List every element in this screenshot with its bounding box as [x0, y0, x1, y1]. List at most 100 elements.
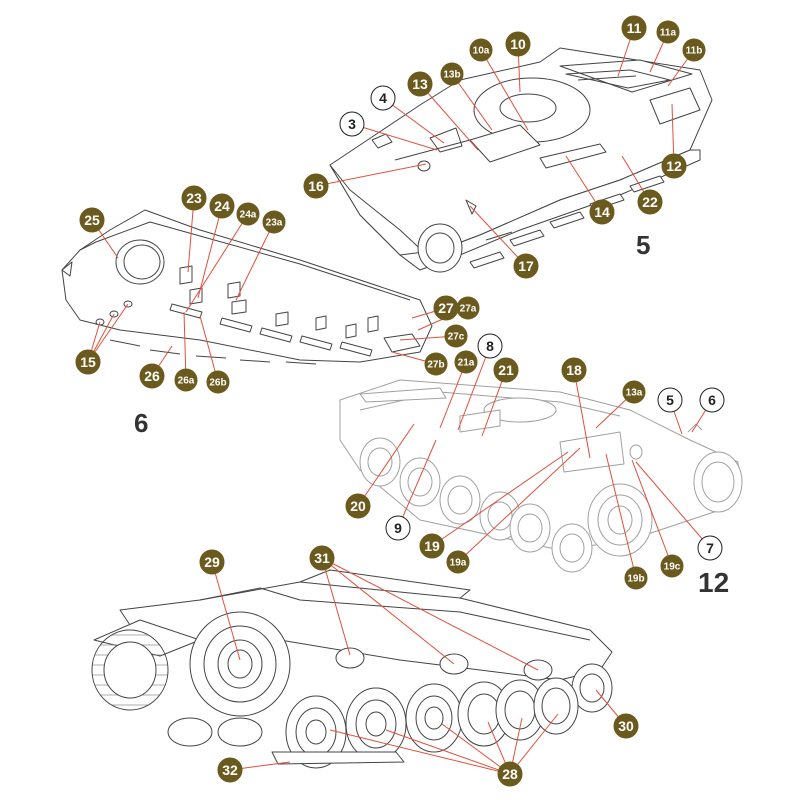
- leader-line-23a: [235, 221, 275, 301]
- running-gear-assembly: [91, 569, 613, 769]
- callout-label: 10: [510, 36, 526, 52]
- callout-circle: [419, 533, 445, 559]
- callout-label: 27: [438, 300, 454, 316]
- callout-label: 4: [379, 90, 387, 106]
- callout-label: 23a: [266, 218, 283, 229]
- leader-line-13: [419, 83, 479, 151]
- leader-line-3: [351, 123, 438, 151]
- callout-23a: 23a: [262, 210, 286, 234]
- callout-label: 6: [708, 392, 716, 408]
- callout-circle: [513, 253, 539, 279]
- step-label-6: 6: [134, 408, 148, 438]
- callout-19c: 19c: [660, 554, 684, 578]
- callout-label: 18: [566, 362, 582, 378]
- callout-32: 32: [217, 757, 243, 783]
- callout-circle: [206, 370, 230, 394]
- callout-13b: 13b: [440, 62, 464, 86]
- callout-label: 27c: [448, 332, 465, 343]
- callout-circle: [493, 357, 519, 383]
- leader-line-9: [397, 439, 437, 529]
- callout-19: 19: [419, 533, 445, 559]
- leader-line-28-6: [509, 713, 559, 775]
- leader-line-8: [457, 345, 491, 431]
- callout-label: 9: [394, 520, 402, 536]
- callout-25: 25: [79, 207, 105, 233]
- leader-line-24: [197, 205, 223, 299]
- callout-label: 25: [84, 212, 100, 228]
- callout-label: 14: [594, 204, 610, 220]
- callout-5: 5: [657, 387, 683, 413]
- callout-label: 24: [214, 198, 230, 214]
- callout-label: 19: [424, 538, 440, 554]
- callout-label: 24a: [240, 210, 257, 221]
- callout-14: 14: [589, 199, 615, 225]
- callout-15: 15: [75, 349, 101, 375]
- callout-7: 7: [697, 535, 723, 561]
- callout-label: 10a: [473, 46, 490, 57]
- callout-24: 24: [209, 193, 235, 219]
- callout-label: 3: [348, 116, 356, 132]
- callout-label: 23: [186, 190, 202, 206]
- callout-19a: 19a: [446, 550, 470, 574]
- road-wheels-step12: [359, 437, 743, 573]
- callout-27b: 27b: [424, 352, 448, 376]
- leader-line-31-1: [321, 557, 351, 656]
- callout-10a: 10a: [469, 38, 493, 62]
- callout-label: 15: [80, 354, 96, 370]
- callout-circle: [657, 387, 683, 413]
- leader-line-28-2: [385, 729, 511, 775]
- callout-label: 17: [518, 258, 534, 274]
- callout-circle: [407, 71, 433, 97]
- leader-line-28-3: [441, 723, 511, 775]
- callout-23: 23: [181, 185, 207, 211]
- leader-line-21a: [439, 361, 467, 429]
- callout-24a: 24a: [236, 202, 260, 226]
- callout-20: 20: [345, 493, 371, 519]
- callout-26a: 26a: [174, 368, 198, 392]
- callout-label: 20: [350, 498, 366, 514]
- callout-27a: 27a: [456, 296, 480, 320]
- callout-label: 21: [498, 362, 514, 378]
- callout-circle: [682, 38, 706, 62]
- callout-26: 26: [139, 363, 165, 389]
- leader-line-31-2: [321, 557, 455, 665]
- leader-line-7: [635, 461, 711, 549]
- callout-circle: [656, 20, 680, 44]
- leader-line-19a: [457, 447, 581, 563]
- leader-line-10a: [480, 49, 529, 131]
- callout-circle: [303, 173, 329, 199]
- callout-11a: 11a: [656, 20, 680, 44]
- callout-11b: 11b: [682, 38, 706, 62]
- callout-19b: 19b: [624, 566, 648, 590]
- leader-line-19c: [631, 459, 673, 567]
- callout-17: 17: [513, 253, 539, 279]
- callout-28: 28: [497, 761, 523, 787]
- callout-22: 22: [637, 189, 663, 215]
- callout-circle: [309, 545, 335, 571]
- callout-circle: [339, 111, 365, 137]
- callout-circle: [440, 62, 464, 86]
- callout-label: 11b: [686, 46, 703, 57]
- callout-29: 29: [199, 549, 225, 575]
- callout-6: 6: [699, 387, 725, 413]
- callout-3: 3: [339, 111, 365, 137]
- callout-13a: 13a: [622, 380, 646, 404]
- leader-line-19b: [605, 453, 637, 579]
- callout-circle: [217, 757, 243, 783]
- callout-circle: [424, 352, 448, 376]
- callout-label: 19a: [450, 558, 467, 569]
- callout-9: 9: [385, 515, 411, 541]
- callout-label: 32: [222, 762, 238, 778]
- callout-label: 7: [706, 540, 714, 556]
- callout-label: 11: [627, 20, 642, 36]
- callout-circle: [613, 713, 639, 739]
- callout-label: 22: [642, 194, 658, 210]
- callout-circle: [697, 535, 723, 561]
- callout-label: 16: [308, 178, 324, 194]
- callout-label: 11a: [660, 28, 677, 39]
- callout-circle: [699, 387, 725, 413]
- callout-label: 13: [412, 76, 428, 92]
